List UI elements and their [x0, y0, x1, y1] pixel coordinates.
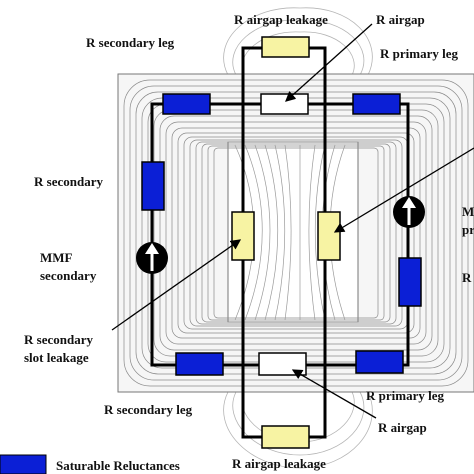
r-secondary-leg-bottom — [175, 352, 224, 376]
legend-swatch-saturable — [0, 454, 47, 474]
labels: R airgap leakage R airgap R secondary le… — [24, 12, 474, 471]
mmf-primary-source — [393, 196, 425, 228]
label-r-secondary-slot-2: slot leakage — [24, 350, 89, 365]
r-primary-leg-bottom — [355, 350, 404, 374]
label-r-secondary-slot-1: R secondary — [24, 332, 93, 347]
arrow-airgap-bottom — [291, 369, 377, 419]
label-r-secondary-leg-top: R secondary leg — [86, 35, 175, 50]
r-primary-slot-leakage — [317, 211, 341, 261]
r-primary-leg-top — [352, 93, 401, 115]
annotation-arrows — [111, 23, 474, 419]
label-r-primary-leg-top: R primary leg — [380, 46, 458, 61]
r-secondary-leg-top — [162, 93, 211, 115]
r-airgap-bottom — [258, 352, 307, 376]
label-r-airgap-leakage-bottom: R airgap leakage — [232, 456, 326, 471]
arrow-up-icon — [145, 243, 159, 271]
arrow-slot-leakage-secondary — [111, 239, 242, 331]
arrow-up-icon — [402, 197, 416, 225]
label-r-airgap-leakage-top: R airgap leakage — [234, 12, 328, 27]
r-airgap-leakage-top — [261, 36, 310, 58]
r-secondary-slot-leakage — [231, 211, 255, 261]
label-mmf-primary-2: pr — [462, 222, 474, 237]
legend-label: Saturable Reluctances — [56, 458, 180, 473]
label-r-secondary: R secondary — [34, 174, 103, 189]
label-mmf-secondary-2: secondary — [40, 268, 97, 283]
legend: Saturable Reluctances — [0, 454, 180, 474]
label-r-primary-right: R — [462, 270, 472, 285]
r-airgap-top — [260, 93, 309, 115]
r-primary — [398, 257, 422, 307]
label-r-secondary-leg-bottom: R secondary leg — [104, 402, 193, 417]
mmf-secondary-source — [136, 242, 168, 274]
r-secondary — [141, 161, 165, 211]
arrow-airgap-top — [285, 23, 373, 102]
label-mmf-primary-1: M — [462, 204, 474, 219]
reluctance-elements — [141, 36, 422, 449]
r-airgap-leakage-bottom — [261, 425, 310, 449]
arrow-slot-leakage-primary — [333, 147, 474, 233]
label-r-primary-leg-bottom: R primary leg — [366, 388, 444, 403]
main-loop-wire — [150, 102, 410, 367]
label-r-airgap-top: R airgap — [376, 12, 425, 27]
label-mmf-secondary-1: MMF — [40, 250, 73, 265]
label-r-airgap-bottom: R airgap — [378, 420, 427, 435]
